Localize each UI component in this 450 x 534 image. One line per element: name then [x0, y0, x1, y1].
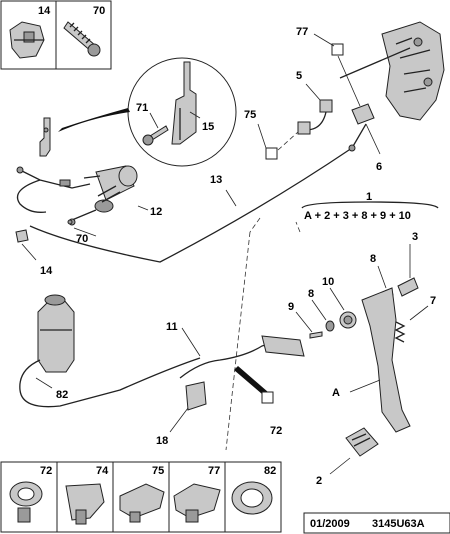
callout-6: 6: [376, 161, 382, 173]
callout-1: 1: [366, 191, 372, 203]
footer-code: 3145U63A: [372, 518, 425, 530]
callout-15: 15: [202, 121, 214, 133]
inset-label-70: 70: [93, 5, 105, 17]
callout-9: 9: [288, 301, 294, 313]
pedal-box: 77 5 75 6: [244, 21, 445, 173]
callout-18: 18: [156, 435, 168, 447]
slave-cylinder-12-icon: [68, 165, 138, 226]
top-inset: 14 70: [0, 0, 112, 70]
callout-72: 72: [270, 425, 282, 437]
strip-label-82: 82: [264, 465, 276, 477]
clip-74-icon: [65, 483, 105, 525]
detail-circle: 71 15: [58, 57, 237, 167]
marker-77-box: [331, 43, 344, 56]
callout-75: 75: [244, 109, 256, 121]
assembly-formula: 1 A + 2 + 3 + 8 + 9 + 10: [301, 191, 439, 222]
callout-7: 7: [430, 295, 436, 307]
callout-3: 3: [412, 231, 418, 243]
pedal-parts: 3 8 7 10 8 9 A 2: [288, 231, 436, 487]
footer-date: 01/2009: [310, 518, 350, 530]
bracket-15-icon: [171, 61, 197, 145]
clip-18-icon: [185, 381, 207, 411]
clip-77-icon: [173, 483, 221, 523]
callout-5: 5: [296, 70, 302, 82]
upper-clutch-pipe: 12 13 14 70: [15, 117, 353, 277]
reservoir-and-lower-pipe: 82 11 18 72: [19, 294, 305, 447]
callout-12: 12: [150, 206, 162, 218]
inset-label-14: 14: [38, 5, 51, 17]
callout-2: 2: [316, 475, 322, 487]
connector-75-icon: [119, 483, 165, 523]
clip-72-icon: [9, 481, 43, 523]
bolt-71-icon: [142, 125, 169, 146]
clamp-82-icon: [231, 481, 273, 515]
clip-14-icon: [9, 21, 45, 59]
callout-11: 11: [166, 321, 178, 333]
strip-label-75: 75: [152, 465, 164, 477]
formula-text: A + 2 + 3 + 8 + 9 + 10: [304, 210, 411, 222]
callout-8-lower: 8: [308, 288, 314, 300]
clutch-pedal-arm-icon: [361, 287, 411, 433]
callout-10: 10: [322, 276, 334, 288]
strip-label-72: 72: [40, 465, 52, 477]
strip-label-74: 74: [96, 465, 109, 477]
callout-A: A: [332, 387, 340, 399]
footer-frame: [303, 512, 450, 534]
callout-70: 70: [76, 233, 88, 245]
screw-70-icon: [63, 21, 101, 57]
strip-label-77: 77: [208, 465, 220, 477]
callout-77: 77: [296, 26, 308, 38]
callout-82: 82: [56, 389, 68, 401]
marker-75-box: [265, 147, 278, 160]
bottom-strip: 72 74 75 77 82: [0, 461, 282, 533]
callout-71: 71: [136, 102, 148, 114]
reservoir-icon: [37, 299, 75, 373]
callout-8-upper: 8: [370, 253, 376, 265]
marker-72-box: [261, 391, 274, 404]
callout-13: 13: [210, 174, 222, 186]
callout-14: 14: [40, 265, 53, 277]
footer: 01/2009 3145U63A: [303, 512, 450, 534]
